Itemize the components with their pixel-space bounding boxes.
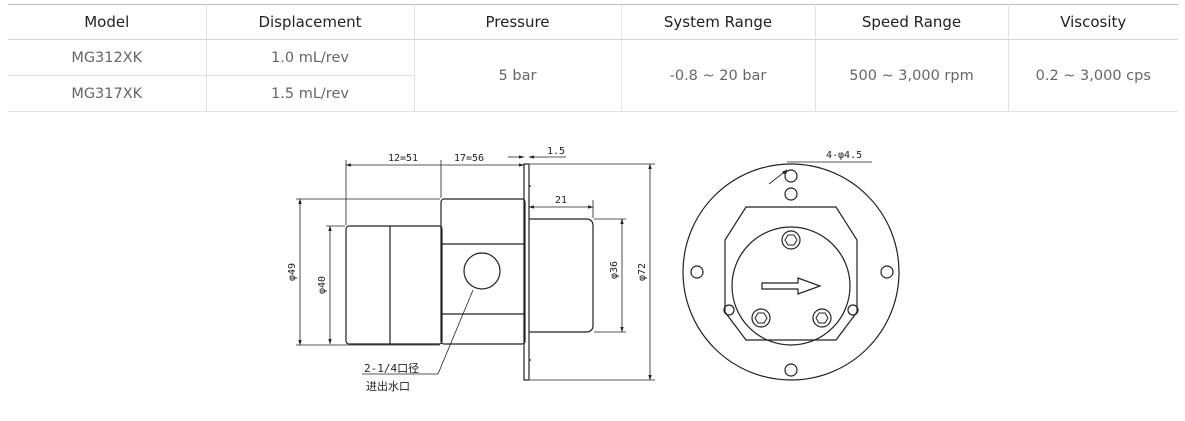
dim-label-flange: 1.5 <box>547 146 565 157</box>
flange <box>523 163 530 381</box>
pump-housing <box>440 198 526 345</box>
flow-direction-arrow-icon <box>761 277 822 295</box>
flange-outline <box>682 163 900 381</box>
screw-icon <box>781 230 801 250</box>
mount-hole-icon <box>880 265 894 279</box>
holes-label: 4-φ4.5 <box>826 150 862 161</box>
port-size-label: 2-1/4口径 <box>364 362 419 375</box>
front-cap <box>529 218 594 333</box>
screw-icon <box>812 308 832 328</box>
side-view <box>296 155 655 381</box>
port-desc-label: 进出水口 <box>366 379 410 393</box>
pump-head <box>731 226 851 346</box>
mount-hole-icon <box>784 363 798 377</box>
header-model: Model <box>8 4 207 40</box>
mount-hole-icon <box>784 169 798 183</box>
cell-viscosity: 0.2 ~ 3,000 cps <box>1007 39 1178 112</box>
spec-table: Model Displacement Pressure System Range… <box>8 4 1178 112</box>
motor-body <box>345 225 443 345</box>
header-system-range: System Range <box>620 4 816 40</box>
dim-label-49: φ49 <box>287 263 298 281</box>
dim-label-21: 21 <box>555 195 567 206</box>
dim-label-40: φ40 <box>317 276 328 294</box>
cell-speed-range: 500 ~ 3,000 rpm <box>814 39 1009 112</box>
table-row: MG312XK 1.0 mL/rev 5 bar -0.8 ~ 20 bar 5… <box>8 39 1178 112</box>
dim-label-36: φ36 <box>609 261 620 279</box>
table-row: MG317XK 1.5 mL/rev <box>8 75 1178 112</box>
inlet-port <box>463 252 501 290</box>
mount-hole-icon <box>784 187 798 201</box>
housing-flats <box>724 206 858 341</box>
header-displacement: Displacement <box>205 4 415 40</box>
cell-model: MG312XK <box>8 39 207 76</box>
mount-hole-icon <box>690 265 704 279</box>
cell-model: MG317XK <box>8 75 207 112</box>
side-view-labels: 12=51 17=56 1.5 21 φ49 φ40 φ36 φ72 2-1/4… <box>287 146 648 393</box>
cell-displacement: 1.0 mL/rev <box>205 39 415 76</box>
front-view <box>682 161 900 381</box>
dim-label-17: 17=56 <box>454 153 484 164</box>
screw-icon <box>751 308 771 328</box>
cell-system-range: -0.8 ~ 20 bar <box>620 39 816 112</box>
dim-label-72: φ72 <box>637 263 648 281</box>
dim-label-12: 12=51 <box>388 153 418 164</box>
cell-pressure: 5 bar <box>413 39 622 112</box>
cell-displacement: 1.5 mL/rev <box>205 75 414 112</box>
